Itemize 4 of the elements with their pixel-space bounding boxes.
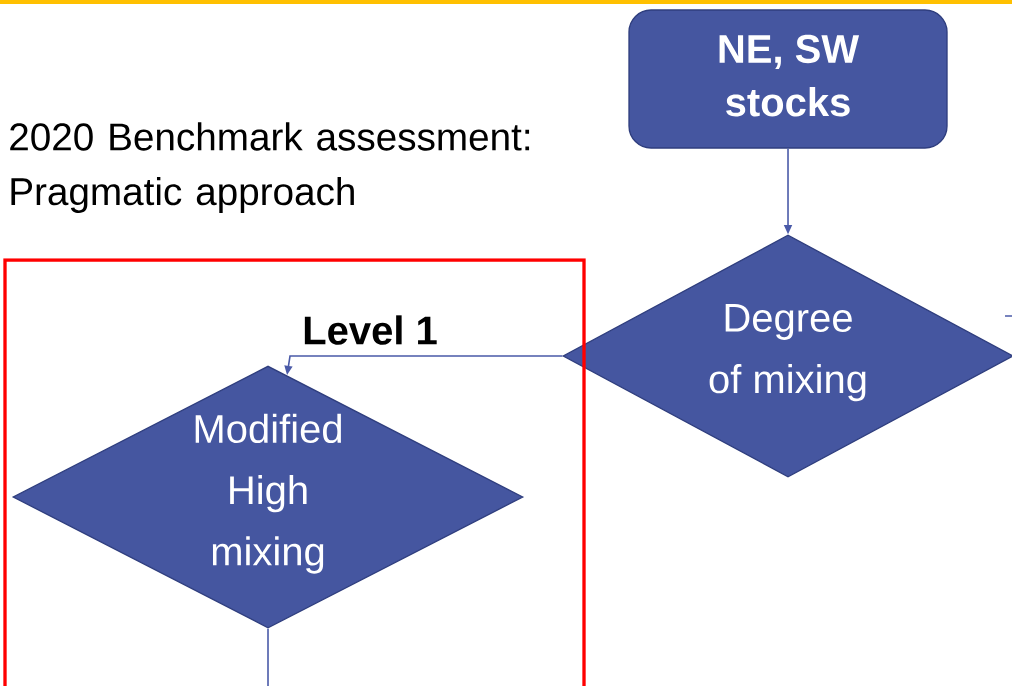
process-box: NE, SW stocks — [628, 9, 948, 149]
highlight-frame — [3, 258, 586, 686]
edge-label: Level 1 — [304, 315, 437, 345]
title: 2020 Benchmark assessment: Pragmatic approach — [10, 122, 530, 213]
